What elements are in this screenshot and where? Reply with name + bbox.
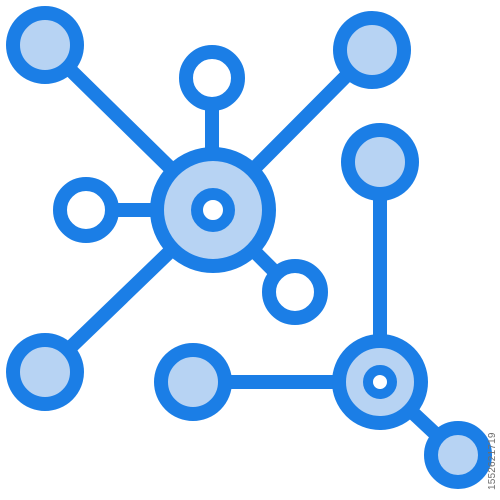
node-group (6, 6, 492, 489)
node-left-small (53, 177, 119, 243)
node-top-small (179, 45, 245, 111)
node-bottom-left (6, 333, 84, 411)
hub-secondary-inner (363, 365, 397, 399)
hub-main-inner (191, 188, 235, 232)
node-top-left (6, 6, 84, 84)
node-right-upper (341, 123, 419, 201)
node-bottom-mid (154, 343, 232, 421)
node-top-right (333, 11, 411, 89)
node-mid-small (262, 259, 328, 325)
stock-id-watermark: 1552621719 (488, 432, 498, 490)
node-bottom-right (424, 421, 492, 489)
